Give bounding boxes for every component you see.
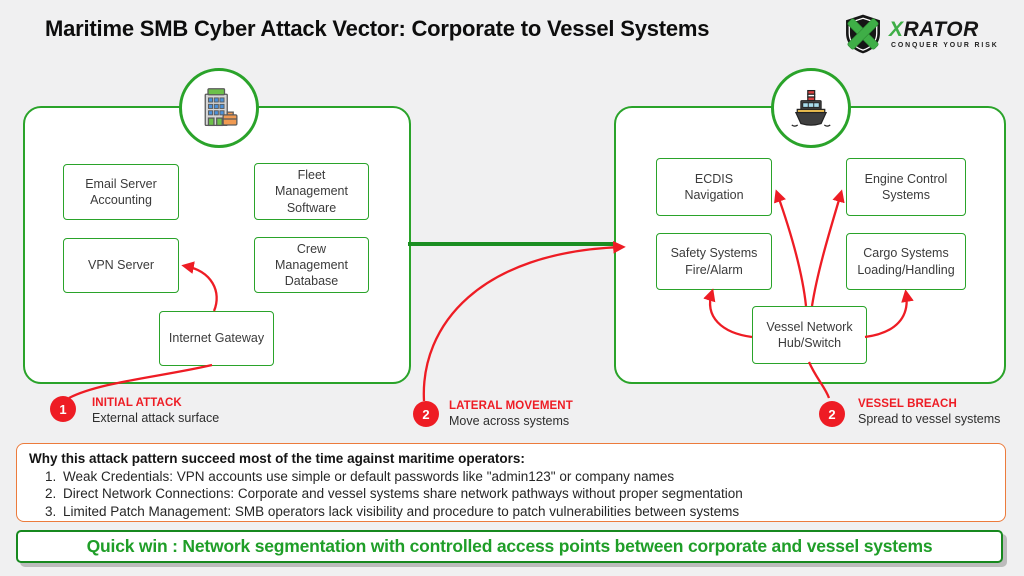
why-item: Limited Patch Management: SMB operators … [63, 503, 740, 519]
why-item: Weak Credentials: VPN accounts use simpl… [63, 469, 675, 484]
node-vessel-hub: Vessel Network Hub/Switch [752, 306, 867, 364]
step-2-badge: 2 [413, 401, 439, 427]
step-1-badge: 1 [50, 396, 76, 422]
step-3-desc: Spread to vessel systems [858, 412, 1001, 426]
corporate-icon-badge [179, 68, 259, 148]
step-1-desc: External attack surface [92, 411, 220, 425]
node-internet-gateway: Internet Gateway [159, 311, 274, 366]
step-2-label: LATERAL MOVEMENT [449, 400, 573, 412]
why-heading: Why this attack pattern succeed most of … [29, 451, 525, 466]
node-engine-control: Engine Control Systems [846, 158, 966, 216]
node-vpn-server: VPN Server [63, 238, 179, 293]
step-1-text: INITIAL ATTACK External attack surface [92, 397, 219, 425]
why-item: Direct Network Connections: Corporate an… [63, 486, 743, 502]
xrator-shield-icon [846, 14, 880, 54]
node-fleet-management: Fleet Management Software [254, 163, 369, 220]
why-list: Weak Credentials: VPN accounts use simpl… [29, 468, 993, 520]
node-cargo-systems: Cargo Systems Loading/Handling [846, 233, 966, 290]
node-email-server: Email Server Accounting [63, 164, 179, 220]
step-2-text: LATERAL MOVEMENT Move across systems [449, 400, 573, 428]
step-3-badge: 2 [819, 401, 845, 427]
ship-icon [791, 89, 831, 127]
arrow-lateral-movement [422, 240, 626, 402]
building-icon [204, 88, 238, 127]
xrator-logo: XRATOR CONQUER YOUR RISK [842, 11, 999, 57]
brand-tagline: CONQUER YOUR RISK [891, 41, 999, 49]
quick-win-banner: Quick win : Network segmentation with co… [16, 530, 1003, 563]
node-safety-systems: Safety Systems Fire/Alarm [656, 233, 772, 290]
vessel-icon-badge [771, 68, 851, 148]
page-title: Maritime SMB Cyber Attack Vector: Corpor… [45, 16, 710, 41]
step-1-label: INITIAL ATTACK [92, 397, 182, 409]
why-callout-box: Why this attack pattern succeed most of … [16, 443, 1006, 522]
step-3-label: VESSEL BREACH [858, 398, 957, 410]
step-2-desc: Move across systems [449, 414, 570, 428]
brand-wordmark: XRATOR [889, 17, 979, 41]
node-crew-database: Crew Management Database [254, 237, 369, 293]
node-ecdis-navigation: ECDIS Navigation [656, 158, 772, 216]
quick-win-text: Quick win : Network segmentation with co… [86, 536, 933, 556]
step-3-text: VESSEL BREACH Spread to vessel systems [858, 398, 1000, 426]
